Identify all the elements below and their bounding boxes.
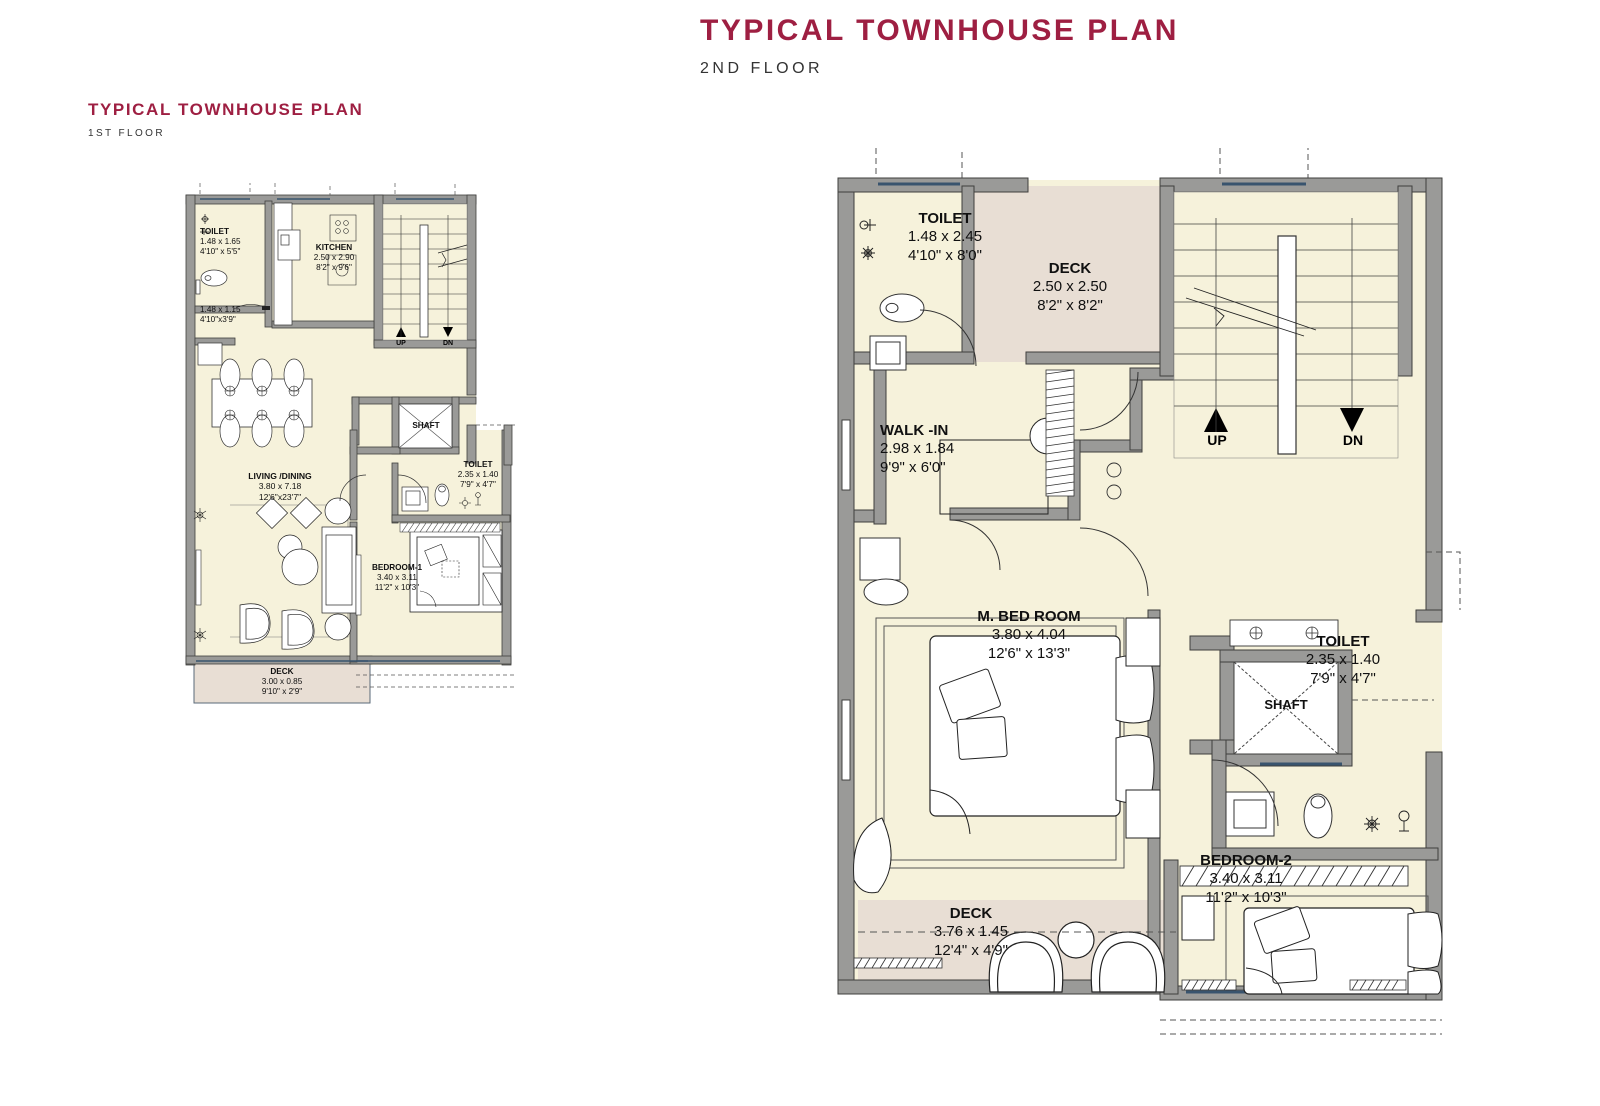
- main-title-block: TYPICAL TOWNHOUSE PLAN 2ND FLOOR: [700, 14, 1179, 78]
- first-floor-subtitle: 1ST FLOOR: [88, 128, 165, 139]
- stair-up-label-1f: UP: [396, 340, 406, 347]
- first-floor-plan: TOILET 1.48 x 1.65 4'10" x 5'5" 1.48 x 1…: [170, 175, 530, 720]
- page-title: TYPICAL TOWNHOUSE PLAN: [700, 14, 1179, 47]
- first-floor-title: TYPICAL TOWNHOUSE PLAN: [88, 100, 364, 119]
- stair-dn-label-1f: DN: [442, 340, 454, 347]
- second-floor-plan: TOILET 1.48 x 2.45 4'10" x 8'0" DECK 2.5…: [830, 140, 1470, 1045]
- first-floor-title-block: TYPICAL TOWNHOUSE PLAN 1ST FLOOR: [88, 100, 363, 139]
- page-subtitle: 2ND FLOOR: [700, 60, 824, 77]
- stair-dn-label-2f: DN: [1342, 432, 1364, 448]
- stair-up-label-2f: UP: [1207, 432, 1227, 448]
